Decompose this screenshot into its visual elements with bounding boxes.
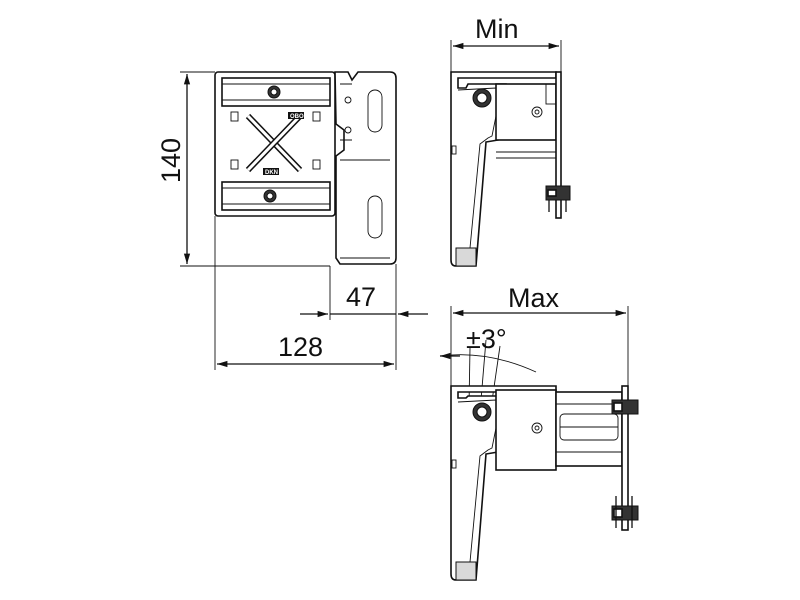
side-view-max: Max ±3° <box>439 283 639 581</box>
dimension-min: Min <box>450 14 562 76</box>
dimension-min-label: Min <box>475 14 519 44</box>
back-plate: OBO DKN <box>214 71 336 217</box>
angle-label: ±3° <box>466 324 507 354</box>
front-view: 140 OBO <box>156 71 428 370</box>
side-view-min: Min <box>450 14 571 267</box>
side-bracket-front <box>334 71 397 265</box>
dimension-depth-label: 47 <box>346 282 376 312</box>
dimension-height-label: 140 <box>156 138 186 183</box>
dimension-width-label: 128 <box>278 332 323 362</box>
dimension-depth: 47 <box>300 264 428 370</box>
bottom-plate-text: DKN <box>265 170 278 176</box>
dimension-height: 140 <box>156 71 330 267</box>
top-plate-text: OBO <box>290 114 304 120</box>
dimension-max-label: Max <box>508 283 560 313</box>
dimension-width: 128 <box>214 216 394 370</box>
dimension-max: Max <box>450 283 629 392</box>
